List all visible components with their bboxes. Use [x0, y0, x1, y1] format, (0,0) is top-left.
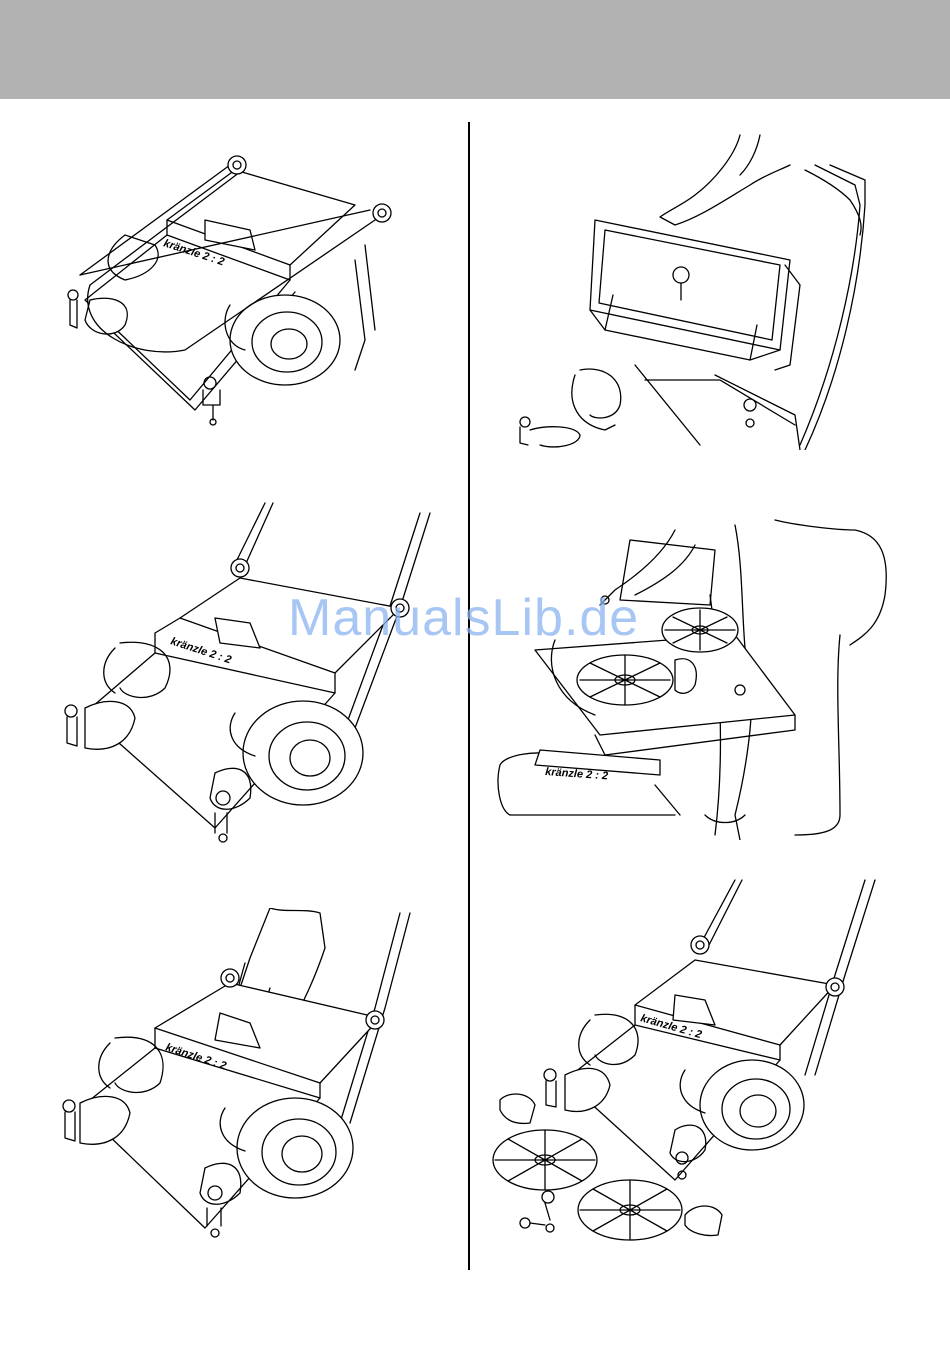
brush-disc-small [662, 608, 738, 652]
column-divider [468, 122, 470, 1270]
watermark: ManualsLib.de [288, 588, 668, 652]
figure-sweeper-press: kränzle 2 : 2 [55, 908, 435, 1248]
figure-exploded-view: kränzle 2 : 2 [490, 875, 880, 1250]
header-band [0, 0, 950, 99]
brush-disc-right [578, 1180, 682, 1240]
figure-brush-replacement: kränzle 2 : 2 [495, 515, 890, 840]
brush-disc-left [493, 1130, 597, 1190]
figure-sweeper-handle-up: kränzle 2 : 2 [55, 498, 435, 848]
brush-disc-large [577, 655, 673, 705]
figure-sweeper-folded: kränzle 2 : 2 [55, 150, 415, 440]
figure-container-removal [495, 125, 875, 450]
